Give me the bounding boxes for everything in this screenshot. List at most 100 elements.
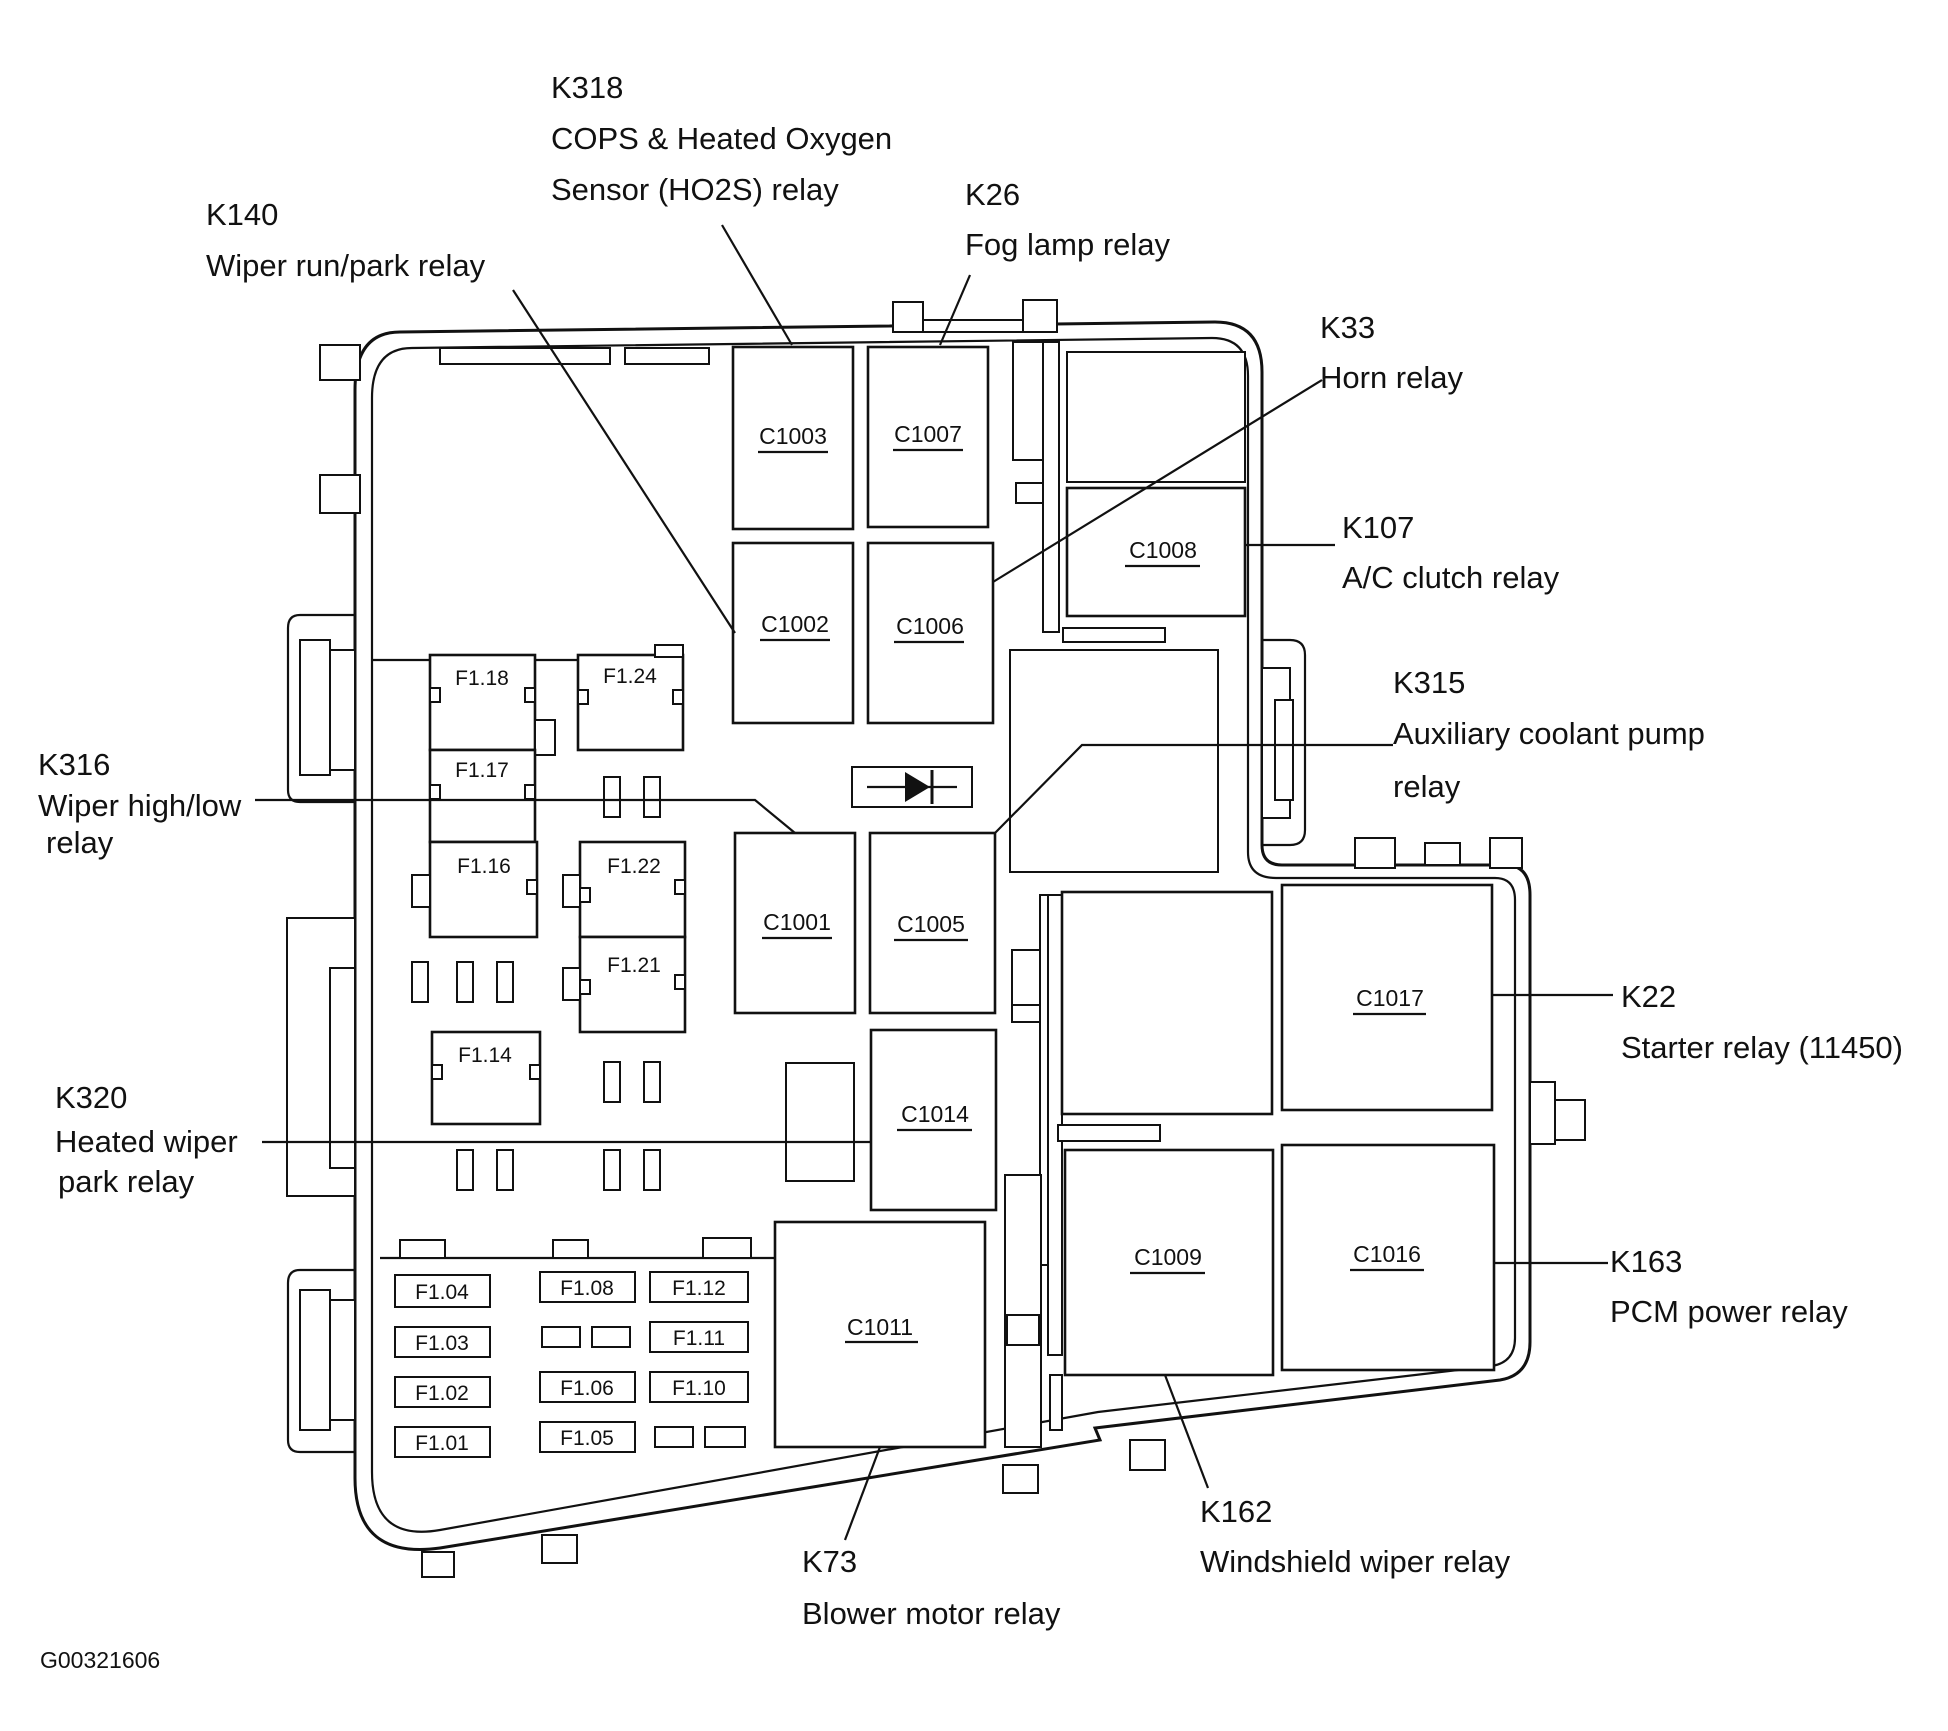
fuse-f1-11	[649, 1321, 749, 1353]
svg-text:COPS & Heated Oxygen: COPS & Heated Oxygen	[551, 121, 892, 156]
fuse-label: F1.02	[415, 1382, 469, 1405]
svg-text:Blower motor relay: Blower motor relay	[802, 1596, 1061, 1631]
fuse-f1-03	[394, 1326, 491, 1358]
connector-c1008: C1008	[1065, 486, 1247, 618]
fuse-label: F1.11	[673, 1327, 725, 1350]
blade-fuses	[411, 776, 661, 1191]
label-k162: K162 Windshield wiper relay	[1200, 1494, 1511, 1579]
internal-structure	[1004, 341, 1246, 1448]
leader-k73	[843, 1446, 882, 1541]
fuse-f1-05	[539, 1421, 636, 1453]
label-k316: K316 Wiper high/low relay	[38, 747, 242, 860]
diode-symbol	[851, 766, 973, 808]
svg-text:Sensor (HO2S) relay: Sensor (HO2S) relay	[551, 172, 839, 207]
label-k33: K33 Horn relay	[1320, 310, 1463, 395]
svg-text:K315: K315	[1393, 665, 1465, 700]
label-k107: K107 A/C clutch relay	[1342, 510, 1560, 595]
connector-label: C1008	[1129, 537, 1197, 563]
fuse-label: F1.04	[415, 1281, 469, 1304]
svg-text:K107: K107	[1342, 510, 1414, 545]
leader-k315	[994, 743, 1393, 834]
svg-text:K33: K33	[1320, 310, 1375, 345]
svg-text:K22: K22	[1621, 979, 1676, 1014]
fuse-f1-02	[394, 1376, 491, 1408]
label-k318: K318 COPS & Heated Oxygen Sensor (HO2S) …	[551, 70, 892, 207]
connector-c1016: C1016	[1280, 1143, 1496, 1372]
svg-text:K316: K316	[38, 747, 110, 782]
svg-text:park relay: park relay	[58, 1164, 195, 1199]
fuse-f1-06	[539, 1371, 636, 1403]
svg-text:relay: relay	[46, 825, 114, 860]
fuse-label: F1.16	[457, 855, 511, 878]
svg-text:K73: K73	[802, 1544, 857, 1579]
svg-text:K163: K163	[1610, 1244, 1682, 1279]
fuse-label: F1.24	[603, 665, 657, 688]
svg-text:Auxiliary coolant pump: Auxiliary coolant pump	[1393, 716, 1705, 751]
connector-label: C1006	[896, 613, 964, 639]
svg-text:A/C clutch relay: A/C clutch relay	[1342, 560, 1560, 595]
leader-k316	[255, 798, 796, 834]
fuse-label: F1.10	[672, 1377, 726, 1400]
callout-labels: K318 COPS & Heated Oxygen Sensor (HO2S) …	[38, 70, 1903, 1673]
connector-c1011: C1011	[773, 1220, 987, 1449]
svg-text:K320: K320	[55, 1080, 127, 1115]
leader-lines	[255, 224, 1613, 1541]
connector-c1005: C1005	[868, 831, 997, 1015]
connector-label: C1007	[894, 421, 962, 447]
leader-k162	[1163, 1374, 1210, 1489]
empty-fuse-slot	[704, 1426, 746, 1448]
svg-text:PCM power relay: PCM power relay	[1610, 1294, 1848, 1329]
svg-text:Wiper high/low: Wiper high/low	[38, 788, 242, 823]
fuse-f1-18	[428, 653, 537, 752]
mini-fuse-panel: F1.04 F1.08 F1.12 F1.03 F1.11 F1.02 F1.0…	[394, 1271, 749, 1458]
fuse-f1-08	[539, 1271, 636, 1303]
fuse-label: F1.05	[560, 1427, 614, 1450]
svg-text:Heated wiper: Heated wiper	[55, 1124, 238, 1159]
fuse-label: F1.01	[415, 1432, 469, 1455]
mini-relay-group: F1.18 F1.24 F1.17 F1.16 F1.22 F1.21 F1.1…	[411, 644, 687, 1191]
connector-label: C1001	[763, 909, 831, 935]
connector-c1003: C1003	[731, 345, 855, 531]
svg-text:K162: K162	[1200, 1494, 1272, 1529]
svg-text:K318: K318	[551, 70, 623, 105]
connector-c1001: C1001	[733, 831, 857, 1015]
label-k140: K140 Wiper run/park relay	[206, 197, 486, 283]
fuse-f1-10	[649, 1371, 749, 1403]
connector-c1009: C1009	[1063, 1148, 1275, 1377]
fuse-label: F1.14	[458, 1044, 512, 1067]
fuse-label: F1.22	[607, 855, 661, 878]
empty-fuse-slot	[541, 1326, 581, 1348]
svg-text:K26: K26	[965, 177, 1020, 212]
connector-c1002: C1002	[731, 541, 855, 725]
connector-c1017: C1017	[1280, 883, 1494, 1112]
connector-label: C1009	[1134, 1244, 1202, 1270]
relay-connectors: C1003 C1007 C1002 C1006 C1008 C1001	[731, 345, 1496, 1449]
fuse-f1-12	[649, 1271, 749, 1303]
fuse-label: F1.18	[455, 667, 509, 690]
figure-id: G00321606	[40, 1647, 160, 1673]
fuse-f1-04	[394, 1274, 491, 1308]
fuse-f1-21	[578, 935, 687, 1034]
connector-label: C1003	[759, 423, 827, 449]
connector-label: C1016	[1353, 1241, 1421, 1267]
label-k320: K320 Heated wiper park relay	[55, 1080, 238, 1199]
svg-text:Horn relay: Horn relay	[1320, 360, 1463, 395]
connector-label: C1011	[847, 1314, 913, 1340]
label-k163: K163 PCM power relay	[1610, 1244, 1848, 1329]
fuse-f1-01	[394, 1426, 491, 1458]
connector-label: C1005	[897, 911, 965, 937]
svg-text:Wiper run/park relay: Wiper run/park relay	[206, 248, 486, 283]
label-k22: K22 Starter relay (11450)	[1621, 979, 1903, 1065]
svg-text:Windshield wiper relay: Windshield wiper relay	[1200, 1544, 1511, 1579]
connector-label: C1014	[901, 1101, 969, 1127]
fuse-label: F1.06	[560, 1377, 614, 1400]
connector-c1014: C1014	[869, 1028, 998, 1212]
leader-k140	[512, 289, 736, 634]
fuse-label: F1.08	[560, 1277, 614, 1300]
spare-relay-socket	[785, 1062, 855, 1182]
label-k315: K315 Auxiliary coolant pump relay	[1393, 665, 1705, 804]
svg-text:K140: K140	[206, 197, 278, 232]
connector-label: C1017	[1356, 985, 1424, 1011]
fuse-f1-16	[428, 840, 539, 939]
connector-c1006: C1006	[866, 541, 995, 725]
